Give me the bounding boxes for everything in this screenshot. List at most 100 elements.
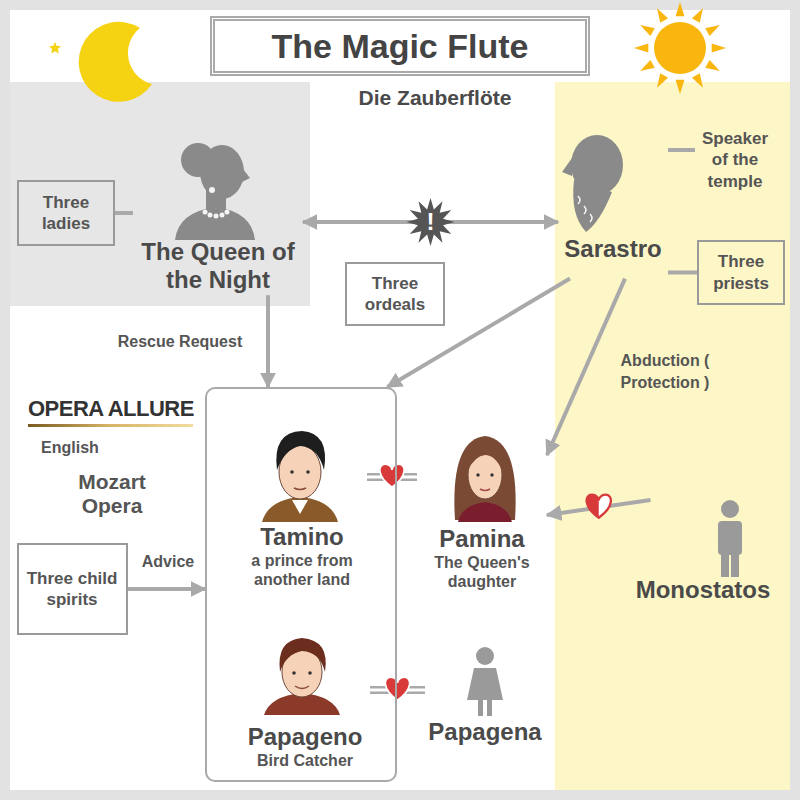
arrow-line	[547, 279, 625, 455]
character-role: a prince from another land	[240, 551, 364, 589]
queen-silhouette	[225, 210, 230, 215]
character-node: Monostatos	[628, 500, 778, 606]
papageno-portrait	[279, 638, 325, 672]
broken-heart	[587, 495, 611, 518]
sun-ray	[657, 73, 668, 88]
conflict-mark: !	[427, 208, 435, 237]
papageno-portrait	[264, 638, 340, 715]
papagena-figure	[487, 700, 492, 716]
moon	[85, 35, 95, 44]
tamino-portrait	[262, 497, 338, 522]
sun-ray	[692, 8, 703, 23]
box-text: Three ordeals	[351, 273, 439, 316]
moon	[49, 42, 61, 54]
character-name: Pamina	[439, 525, 524, 553]
monostatos-figure	[721, 553, 729, 577]
group-box: Three child spirits	[17, 543, 128, 635]
queen-silhouette	[203, 210, 208, 215]
edge-label: Rescue Request	[118, 331, 243, 353]
box-text: Three priests	[703, 251, 779, 294]
pamina-portrait	[454, 436, 515, 522]
monostatos-figure	[718, 521, 742, 555]
role-note: Speaker of the temple	[695, 128, 775, 194]
queen-silhouette	[240, 165, 250, 182]
papageno-portrait	[292, 671, 296, 675]
character-name: Monostatos	[636, 576, 771, 604]
monostatos-figure	[731, 553, 739, 577]
broken-heart	[587, 495, 599, 518]
sun-ray	[640, 25, 655, 36]
queen-silhouette	[208, 213, 213, 218]
sarastro-silhouette	[573, 180, 612, 232]
relation-arrow	[668, 150, 695, 151]
arrow-line	[668, 148, 695, 152]
queen-silhouette	[203, 210, 230, 219]
moon	[79, 22, 152, 102]
brand-logo: OPERA ALLURE	[28, 396, 194, 422]
character-name: Papagena	[428, 718, 541, 746]
sun-ray	[705, 25, 720, 36]
box-text: Three ladies	[23, 192, 109, 235]
monostatos-figure	[721, 500, 739, 518]
character-name: The Queen of the Night	[136, 238, 300, 293]
moon	[49, 22, 152, 102]
queen-silhouette	[220, 213, 225, 218]
group-box: Three priests	[697, 240, 785, 305]
relation-arrow	[115, 213, 133, 214]
day-panel	[555, 82, 790, 790]
arrow-line	[266, 295, 270, 387]
sarastro-silhouette	[562, 135, 623, 232]
relation-arrow	[268, 295, 269, 387]
monostatos-figure	[718, 500, 742, 577]
character-name: Papageno	[248, 723, 363, 751]
relation-arrow	[303, 198, 558, 246]
box-text: Three child spirits	[23, 568, 122, 611]
papagena-figure	[476, 647, 494, 665]
sun	[634, 2, 726, 94]
papagena-figure	[478, 700, 483, 716]
arrow-line	[128, 587, 206, 591]
moon	[80, 66, 92, 78]
sarastro-silhouette	[578, 196, 592, 222]
tamino-portrait	[292, 500, 308, 514]
conflict-burst	[407, 198, 455, 246]
love-connector	[370, 677, 425, 700]
heart-symbol	[380, 464, 404, 487]
tamino-portrait	[294, 488, 306, 490]
queen-silhouette	[209, 187, 215, 193]
edge-label: Abduction ( Protection )	[600, 350, 730, 393]
brand-underline	[28, 424, 193, 427]
pamina-portrait	[458, 502, 512, 522]
pamina-portrait	[468, 447, 502, 470]
papageno-portrait	[308, 671, 312, 675]
papagena-figure	[467, 668, 503, 700]
sun-ray	[705, 60, 720, 71]
pamina-portrait	[480, 489, 490, 491]
edge-label: Advice	[142, 551, 194, 573]
heart-symbol	[587, 495, 611, 518]
character-name: Sarastro	[564, 235, 661, 263]
character-role: Bird Catcher	[257, 751, 353, 770]
frame	[5, 5, 795, 795]
papagena-figure	[467, 647, 503, 716]
subtitle: Die Zauberflöte	[359, 85, 512, 110]
heart-symbol	[385, 677, 409, 700]
heart-symbol	[380, 464, 404, 487]
hero-frame: Taminoa prince from another landPapageno…	[205, 387, 397, 782]
pamina-portrait	[490, 473, 493, 476]
pamina-portrait	[476, 473, 479, 476]
tamino-portrait	[290, 470, 294, 474]
sun	[654, 22, 706, 74]
character-node: PapagenoBird Catcher	[240, 635, 370, 772]
love-connector	[367, 464, 417, 487]
tamino-portrait	[262, 431, 338, 522]
ordeal-box: Three ordeals	[345, 262, 445, 326]
sun-rays	[634, 2, 726, 94]
character-node: Papagena	[425, 640, 545, 748]
papageno-portrait	[295, 686, 309, 689]
language-note: English	[41, 438, 99, 457]
character-role: The Queen's daughter	[420, 553, 544, 591]
sun-ray	[712, 44, 726, 53]
